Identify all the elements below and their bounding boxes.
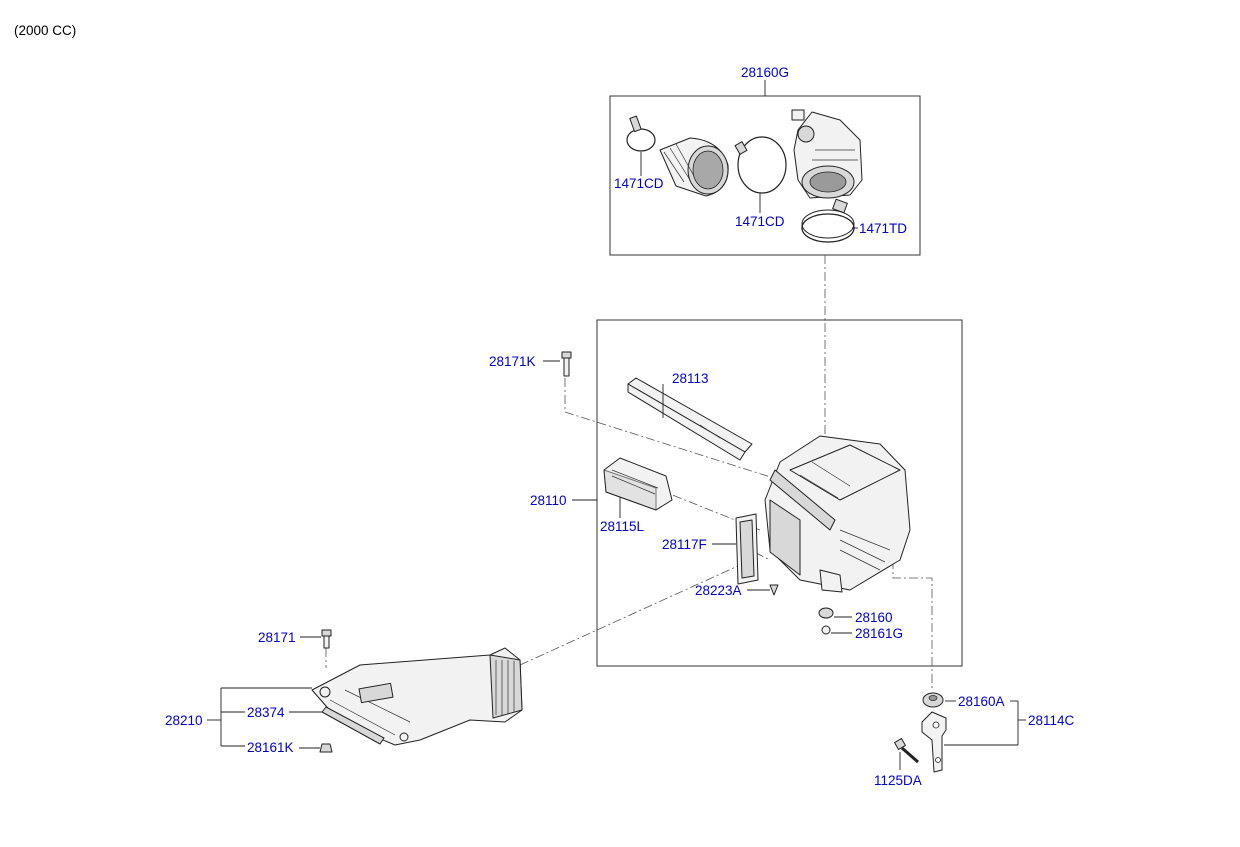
label-28374[interactable]: 28374	[247, 705, 285, 720]
bolt-28161g	[821, 625, 831, 635]
label-28114c[interactable]: 28114C	[1028, 713, 1075, 728]
filter-strip-28113	[627, 377, 753, 461]
element-28117f	[735, 513, 759, 585]
grommet-28160	[818, 607, 834, 619]
label-28113[interactable]: 28113	[672, 371, 709, 386]
screw-28223a	[769, 584, 779, 596]
label-28160a[interactable]: 28160A	[958, 694, 1005, 709]
label-28117f[interactable]: 28117F	[662, 537, 707, 552]
engine-note: (2000 CC)	[14, 23, 76, 38]
label-28171[interactable]: 28171	[258, 630, 296, 645]
label-1471td[interactable]: 1471TD	[859, 221, 907, 236]
bracket-group	[894, 692, 1026, 773]
label-28115l[interactable]: 28115L	[600, 519, 645, 534]
bolt-28171k	[561, 351, 572, 377]
label-28223a[interactable]: 28223A	[695, 583, 742, 598]
label-1125da[interactable]: 1125DA	[874, 773, 922, 788]
hose-assembly-group	[609, 80, 921, 256]
label-28161g[interactable]: 28161G	[855, 626, 903, 641]
label-28160g[interactable]: 28160G	[741, 65, 789, 80]
label-28171k[interactable]: 28171K	[489, 354, 536, 369]
air-cleaner-group	[325, 255, 963, 690]
cover-28115l	[603, 457, 673, 511]
label-28161k[interactable]: 28161K	[247, 740, 294, 755]
label-28110[interactable]: 28110	[530, 493, 567, 508]
label-28160[interactable]: 28160	[855, 610, 893, 625]
label-1471cd-right[interactable]: 1471CD	[735, 214, 785, 229]
air-cleaner-body	[764, 435, 911, 593]
label-28210[interactable]: 28210	[165, 713, 203, 728]
intake-duct-group	[207, 629, 523, 753]
label-1471cd-left[interactable]: 1471CD	[614, 176, 664, 191]
